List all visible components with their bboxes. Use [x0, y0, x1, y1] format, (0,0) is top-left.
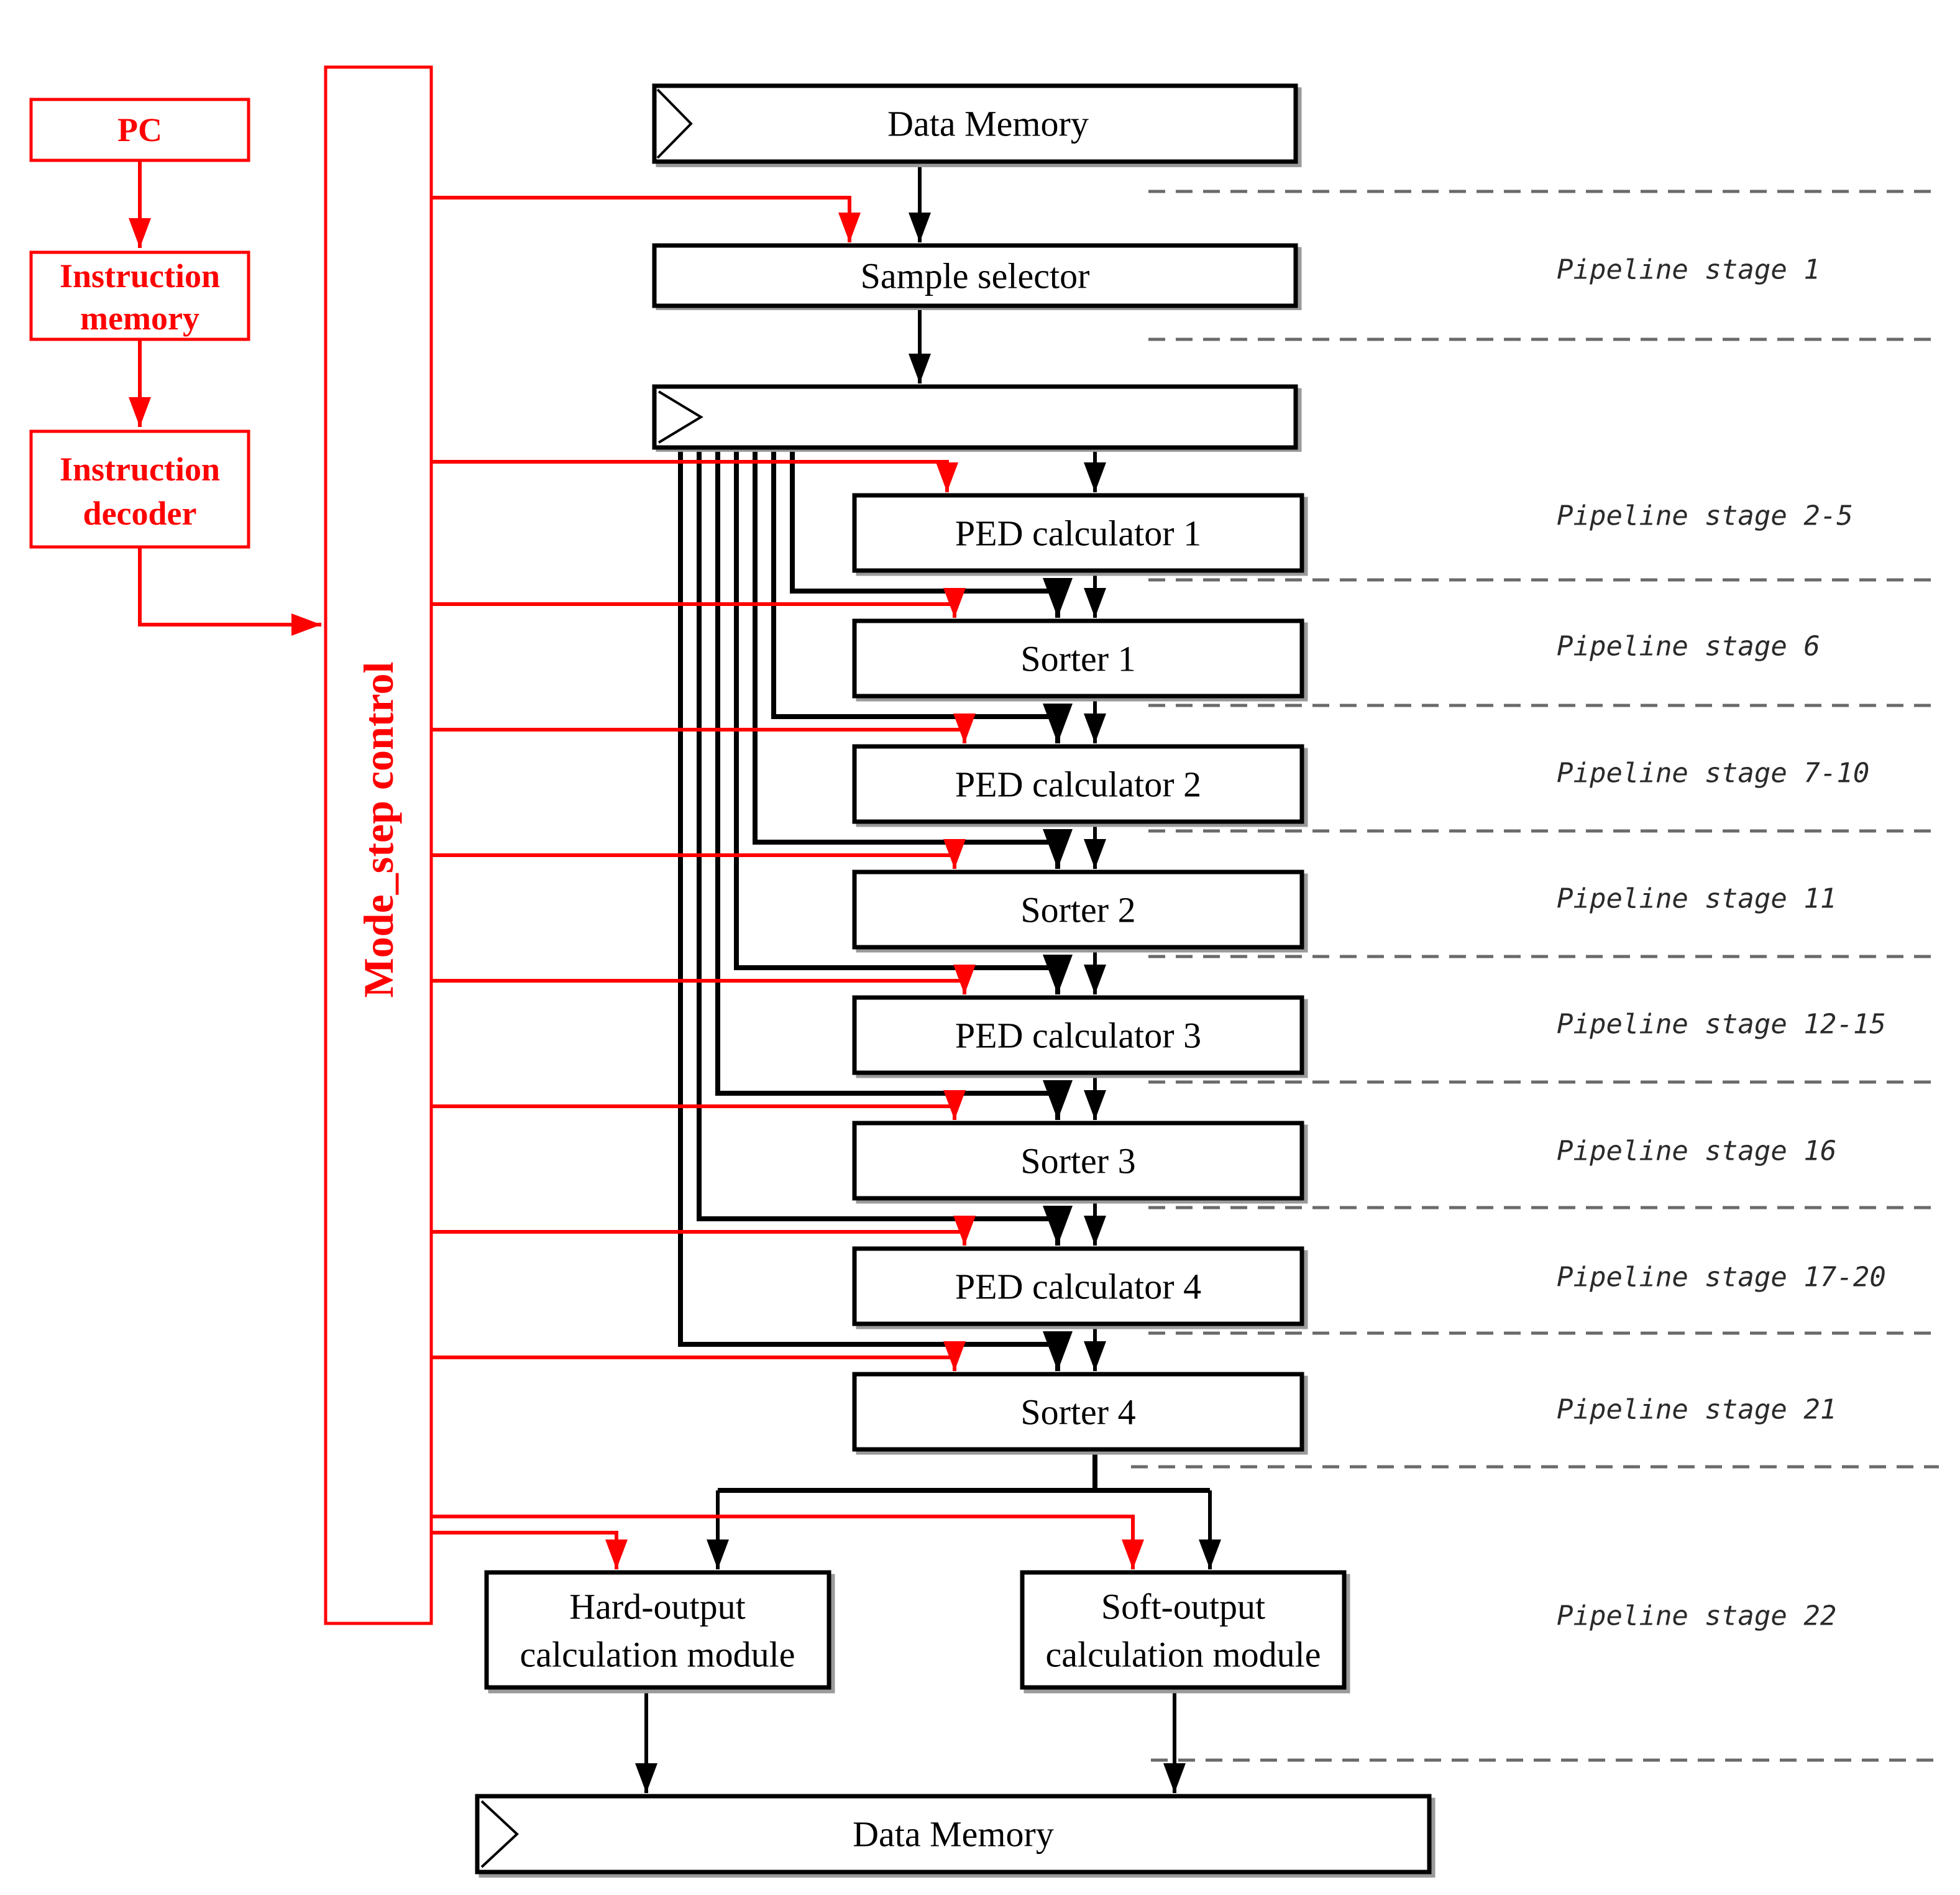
datapath-blocks: Data Memory Sample selector PED calculat…	[475, 83, 1432, 1874]
ped-calculator-4-label: PED calculator 4	[955, 1267, 1201, 1307]
pipeline-stage-label-7: Pipeline stage 16	[1557, 1136, 1836, 1167]
pipeline-stage-label-1: Pipeline stage 1	[1557, 254, 1820, 286]
control-branch-hard-output	[431, 1531, 628, 1569]
pipeline-stage-label-5: Pipeline stage 11	[1557, 883, 1836, 915]
pipeline-stage-label-4: Pipeline stage 7-10	[1557, 758, 1869, 789]
sorter-1-box	[852, 618, 1304, 699]
data-memory-top-box	[652, 83, 1298, 164]
soft-output-label-line1: Soft-output	[1101, 1587, 1265, 1627]
bus-line-3-to-sorter2	[753, 447, 1073, 869]
sorter-2-label: Sorter 2	[1020, 890, 1135, 930]
pc-box	[29, 98, 250, 162]
instruction-memory-label-line2: memory	[80, 300, 199, 337]
soft-output-label-line2: calculation module	[1046, 1635, 1321, 1675]
instruction-memory-label-line1: Instruction	[60, 257, 220, 295]
hard-output-label-line2: calculation module	[520, 1635, 795, 1675]
control-branch-sorter2	[431, 839, 966, 869]
control-branch-ped4	[431, 1216, 976, 1246]
control-branch-ped1	[431, 460, 958, 492]
pipeline-stage-label-6: Pipeline stage 12-15	[1557, 1009, 1886, 1040]
mode-step-control-box	[324, 65, 433, 1625]
ped-calculator-2-box	[852, 744, 1304, 824]
ped-calculator-3-box	[852, 995, 1304, 1075]
bus-line-1-to-sorter1	[790, 447, 1073, 618]
pipeline-register-bar	[652, 384, 1298, 450]
data-memory-top-label: Data Memory	[887, 104, 1089, 144]
sorter-3-label: Sorter 3	[1020, 1141, 1135, 1182]
control-branch-sorter4	[431, 1341, 966, 1371]
pipeline-stage-label-3: Pipeline stage 6	[1557, 631, 1820, 663]
clock-edge-icon	[480, 1800, 519, 1868]
controller-blocks: PC Instruction memory Instruction decode…	[29, 65, 433, 1625]
instruction-decoder-label-line1: Instruction	[60, 451, 220, 488]
data-memory-bottom-label: Data Memory	[853, 1814, 1054, 1855]
ped-calculator-2-label: PED calculator 2	[955, 764, 1201, 805]
pipeline-stage-label-2: Pipeline stage 2-5	[1557, 500, 1853, 532]
sorter-2-box	[852, 869, 1304, 950]
arrow-decoder-to-modecontrol	[138, 547, 321, 636]
sorter-1-label: Sorter 1	[1020, 639, 1135, 679]
instruction-memory-box	[29, 250, 250, 341]
data-memory-bottom-box	[475, 1794, 1432, 1874]
stage-dividers	[1131, 190, 1939, 1762]
sorter-4-label: Sorter 4	[1020, 1392, 1135, 1433]
bus-line-4-to-ped3	[734, 447, 1073, 994]
hard-output-module-box	[484, 1570, 831, 1690]
ped-calculator-4-box	[852, 1246, 1304, 1326]
hard-output-label-line1: Hard-output	[569, 1587, 746, 1627]
soft-output-module-box	[1020, 1570, 1347, 1690]
instruction-decoder-box	[29, 429, 250, 549]
instruction-decoder-label-line2: decoder	[83, 495, 197, 532]
pc-label: PC	[117, 111, 162, 149]
mode-step-control-label: Mode_step control	[355, 662, 402, 998]
bus-line-7-to-sorter4	[678, 447, 1073, 1371]
ped-calculator-1-box	[852, 493, 1304, 573]
bus-line-5-to-sorter3	[715, 447, 1073, 1120]
bus-line-2-to-ped2	[771, 447, 1073, 743]
pipeline-stage-label-8: Pipeline stage 17-20	[1557, 1262, 1886, 1293]
control-branch-sorter3	[431, 1090, 966, 1120]
pipeline-stage-labels: Pipeline stage 1 Pipeline stage 2-5 Pipe…	[1557, 254, 1886, 1632]
control-branch-sample-selector	[431, 196, 861, 242]
sorter4-output-junction	[718, 1449, 1210, 1493]
sorter-3-box	[852, 1121, 1304, 1201]
clock-edge-icon	[656, 88, 693, 159]
control-network	[129, 160, 1144, 1569]
sorter-4-box	[852, 1372, 1304, 1452]
sample-selector-box	[652, 243, 1298, 308]
sample-selector-label: Sample selector	[861, 256, 1090, 296]
control-branch-ped3	[431, 965, 976, 994]
ped-calculator-1-label: PED calculator 1	[955, 513, 1201, 554]
bus-line-6-to-ped4	[697, 447, 1073, 1246]
control-branch-sorter1	[431, 588, 966, 618]
control-branch-ped2	[431, 713, 976, 743]
pipeline-stage-label-9: Pipeline stage 21	[1557, 1394, 1836, 1426]
clock-edge-icon	[657, 390, 703, 444]
ped-calculator-3-label: PED calculator 3	[955, 1016, 1201, 1056]
pipeline-stage-label-10: Pipeline stage 22	[1557, 1600, 1836, 1632]
control-branch-soft-output	[431, 1515, 1144, 1569]
datapath-connectors	[635, 162, 1221, 1793]
